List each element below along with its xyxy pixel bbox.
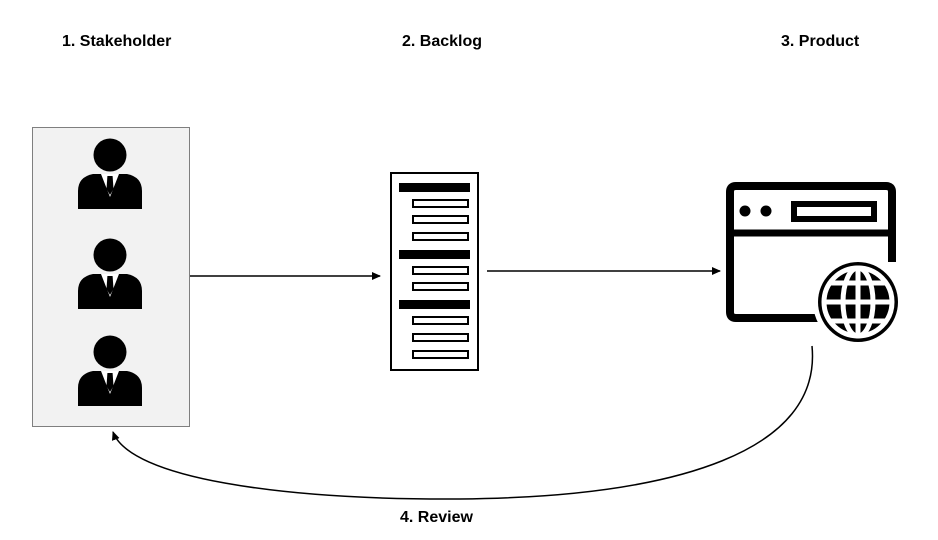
step-label-stakeholder: 1. Stakeholder: [62, 33, 172, 50]
browser-window-icon: [726, 182, 896, 322]
step-label-product: 3. Product: [781, 33, 860, 50]
step-label-review: 4. Review: [400, 509, 473, 526]
document-list-icon: [390, 172, 479, 371]
arrow-review-to-stakeholder: [112, 345, 814, 500]
step-label-backlog: 2. Backlog: [402, 33, 483, 50]
globe-icon: [813, 257, 903, 347]
